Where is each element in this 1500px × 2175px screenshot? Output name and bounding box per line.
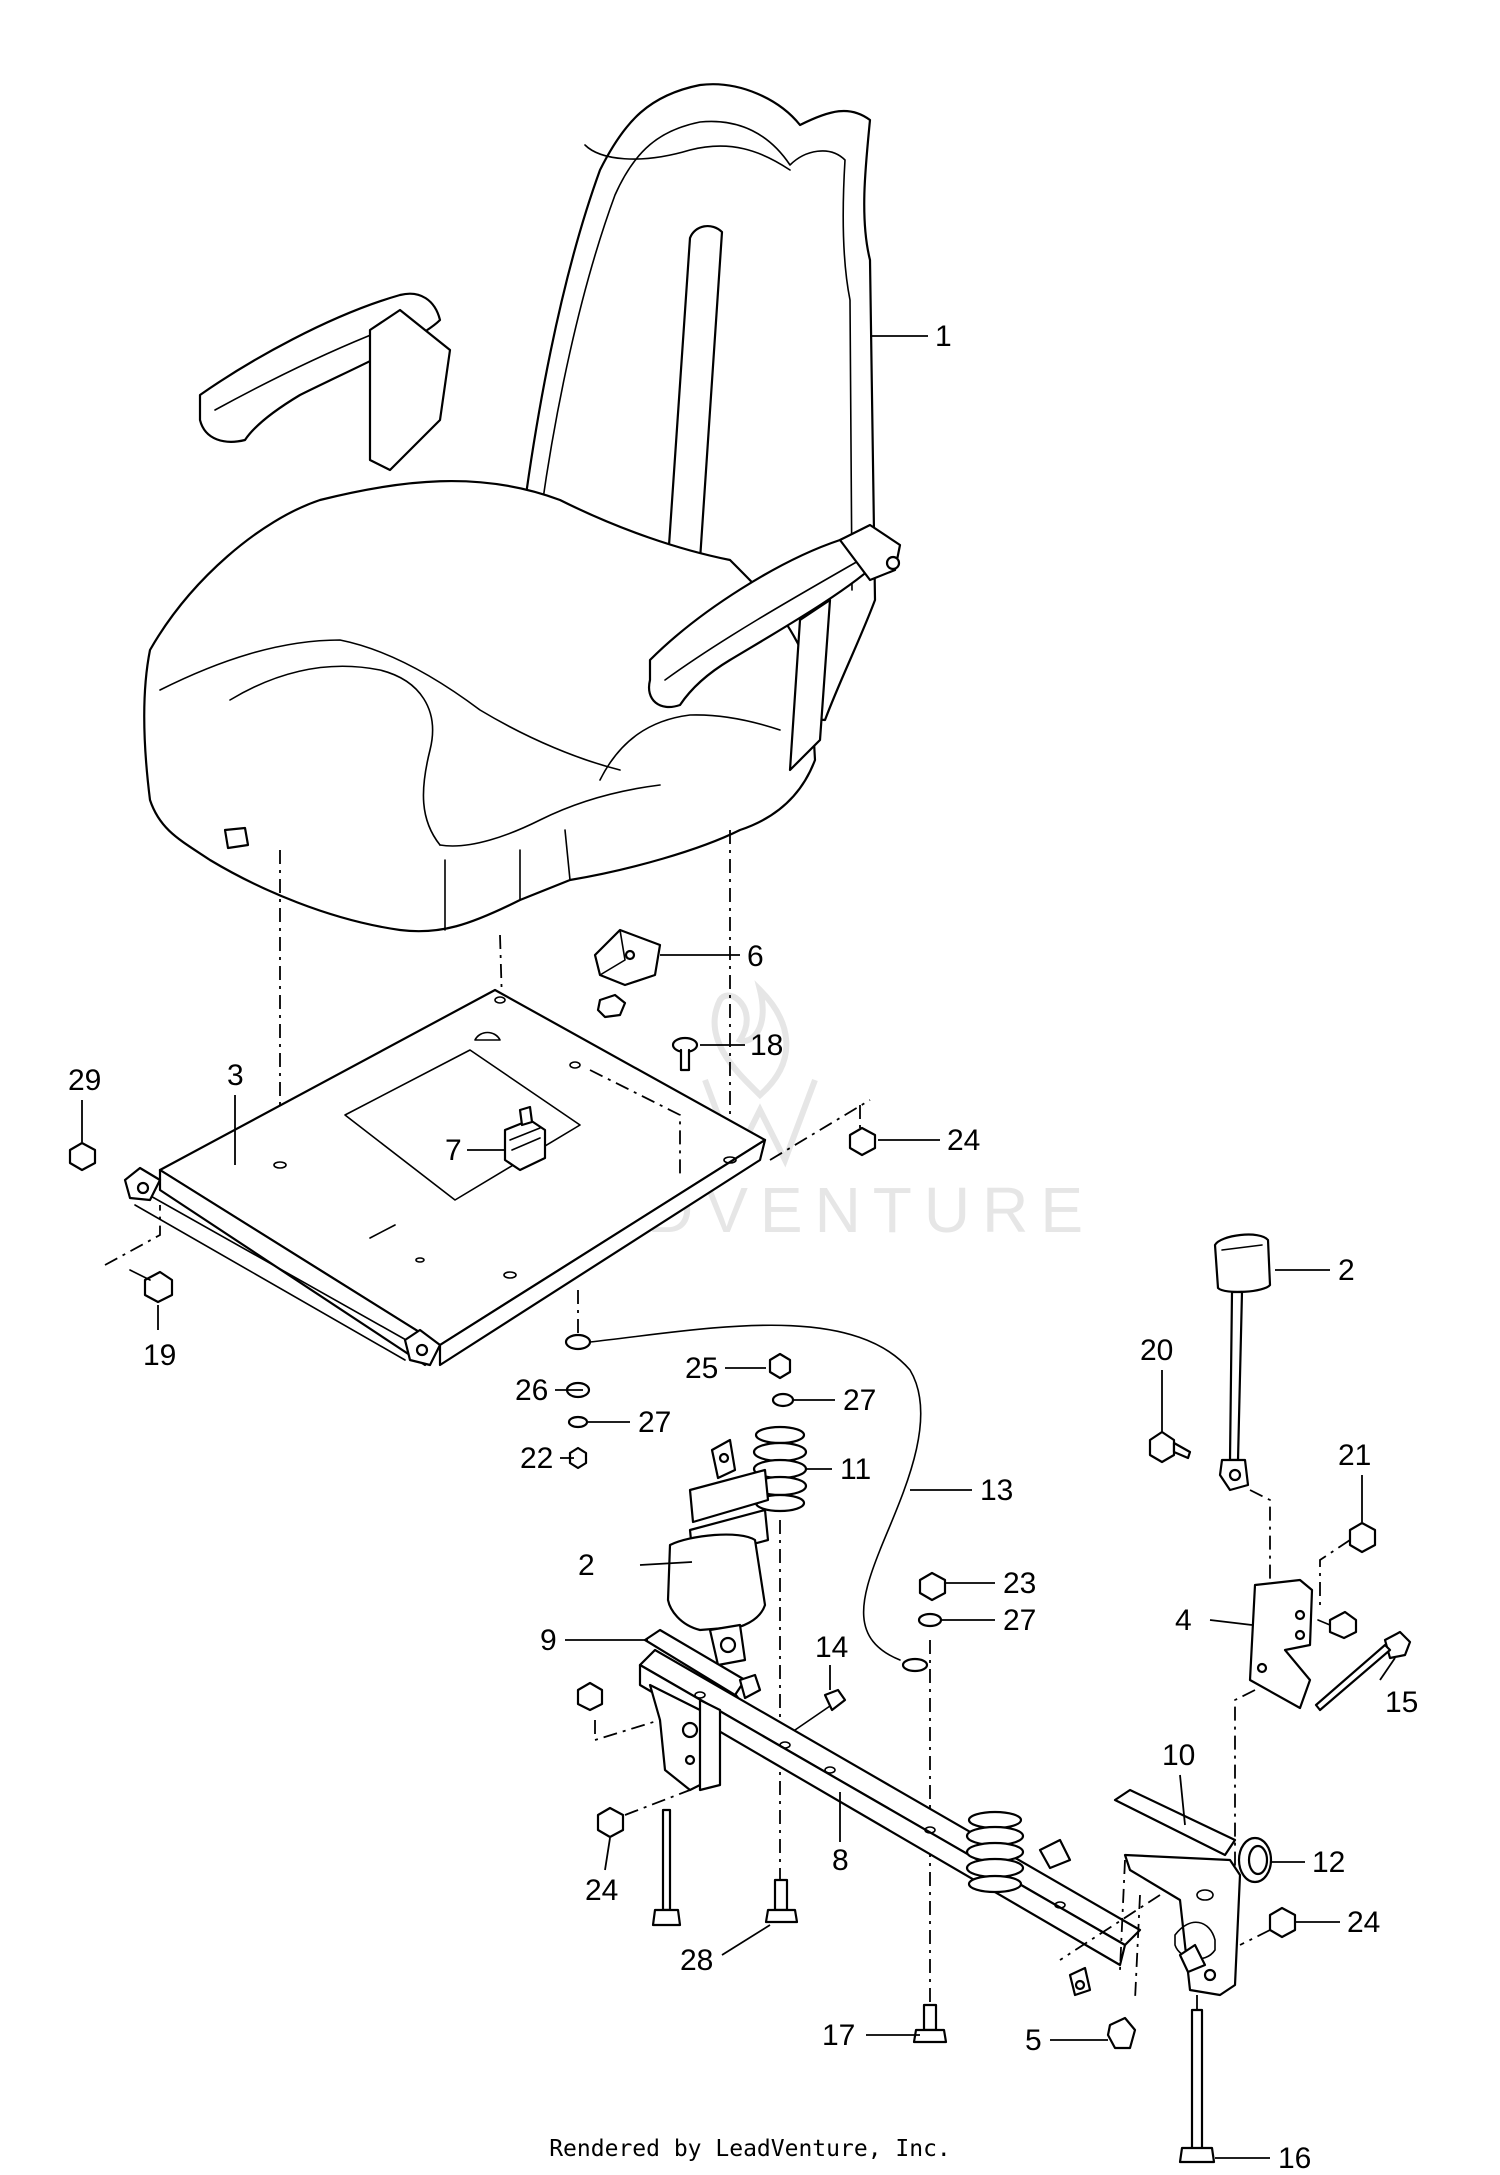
callout-8: 8 — [832, 1844, 849, 1877]
bolt-16 — [1178, 2008, 1216, 2164]
callout-27-left: 27 — [638, 1406, 671, 1439]
bolt-20 — [1148, 1430, 1192, 1464]
bolt-19 — [129, 1269, 174, 1304]
bracket-10 — [1113, 1788, 1242, 1997]
washer-27-right — [917, 1612, 943, 1628]
bolt-17 — [912, 2003, 948, 2044]
callout-11: 11 — [840, 1453, 871, 1486]
callout-26: 26 — [515, 1374, 548, 1407]
callout-6: 6 — [747, 940, 764, 973]
callout-14: 14 — [815, 1631, 848, 1664]
callout-17: 17 — [822, 2019, 855, 2052]
seat-pan — [123, 988, 767, 1367]
callout-22: 22 — [520, 1442, 553, 1475]
render-credit: Rendered by LeadVenture, Inc. — [549, 2136, 951, 2162]
nut-29 — [68, 1141, 97, 1172]
nut-24-top — [848, 1126, 877, 1157]
callout-20: 20 — [1140, 1334, 1173, 1367]
bolt-14 — [794, 1688, 847, 1731]
callout-9: 9 — [540, 1624, 557, 1657]
callout-23: 23 — [1003, 1567, 1036, 1600]
callout-29: 29 — [68, 1064, 101, 1097]
nut-25 — [768, 1352, 792, 1380]
callout-16: 16 — [1278, 2142, 1311, 2175]
seat — [143, 83, 902, 933]
callout-1: 1 — [935, 320, 952, 353]
nut-24-right — [1268, 1906, 1297, 1939]
pin-18 — [671, 1036, 699, 1072]
callout-24-left: 24 — [585, 1874, 618, 1907]
callout-7: 7 — [445, 1134, 462, 1167]
callout-28: 28 — [680, 1944, 713, 1977]
callout-2-right: 2 — [1338, 1254, 1355, 1287]
callout-4: 4 — [1175, 1604, 1192, 1637]
seat-switch-7 — [503, 1105, 547, 1172]
callout-24-right: 24 — [1347, 1906, 1380, 1939]
callout-12: 12 — [1312, 1846, 1345, 1879]
cable-13 — [564, 1324, 929, 1673]
washer-27-mid — [771, 1392, 795, 1408]
nut-23 — [918, 1571, 947, 1602]
seat-belt-left — [666, 1438, 770, 1667]
nut-left-rail — [576, 1681, 604, 1712]
callout-21: 21 — [1338, 1439, 1371, 1472]
bolt-28 — [764, 1878, 799, 1924]
callout-27-right: 27 — [1003, 1604, 1036, 1637]
callout-2-left: 2 — [578, 1549, 595, 1582]
washer-27-left — [567, 1415, 589, 1429]
seat-belt-buckle — [1213, 1233, 1272, 1492]
bolt-15 — [1314, 1630, 1412, 1712]
nut-21 — [1348, 1521, 1377, 1554]
callout-13: 13 — [980, 1474, 1013, 1507]
callout-15: 15 — [1385, 1686, 1418, 1719]
callout-18: 18 — [750, 1029, 783, 1062]
callout-3: 3 — [227, 1059, 244, 1092]
bracket-4 — [1248, 1578, 1314, 1710]
spring-on-rail — [965, 1810, 1025, 1894]
callout-19: 19 — [143, 1339, 176, 1372]
bolt-left-long — [651, 1808, 682, 1927]
bracket-6 — [593, 928, 662, 1019]
nut-5 — [1106, 2016, 1137, 2050]
nut-22 — [568, 1446, 588, 1470]
callout-27-mid: 27 — [843, 1384, 876, 1417]
callout-24-top: 24 — [947, 1124, 980, 1157]
callout-10: 10 — [1162, 1739, 1195, 1772]
seat-rail-8 — [638, 1628, 1142, 1967]
callout-25: 25 — [685, 1352, 718, 1385]
nut-24-left — [596, 1806, 625, 1839]
callout-5: 5 — [1025, 2024, 1042, 2057]
grommet-12 — [1237, 1836, 1273, 1884]
